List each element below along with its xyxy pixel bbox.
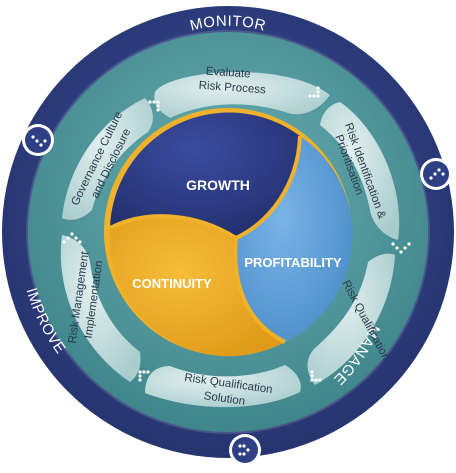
arrow-cluster-icon [308, 86, 320, 98]
growth-label: GROWTH [186, 177, 250, 193]
svg-text:Risk Process: Risk Process [198, 80, 266, 97]
core-continuity[interactable] [109, 216, 285, 357]
arrow-cluster-icon [148, 100, 160, 112]
arrow-cluster-icon [310, 370, 322, 382]
continuity-label: CONTINUITY [132, 276, 212, 291]
arrow-cluster-icon [138, 370, 150, 382]
svg-text:Evaluate: Evaluate [205, 65, 250, 80]
segment-risk-identification[interactable] [320, 102, 400, 240]
segment-risk-solution[interactable] [145, 365, 301, 408]
monitor-label: MONITOR [188, 13, 267, 35]
profitability-label: PROFITABILITY [244, 255, 342, 270]
arrow-cluster-icon [62, 232, 82, 244]
segment-governance[interactable] [62, 98, 153, 220]
core-profitability[interactable] [235, 136, 353, 342]
connector-right [420, 158, 452, 190]
connector-bottom [229, 434, 261, 466]
segment-risk-qualification[interactable] [307, 253, 396, 385]
core-growth[interactable] [110, 112, 300, 238]
svg-text:Solution: Solution [203, 390, 246, 408]
segment-risk-implementation[interactable] [60, 235, 141, 382]
connector-left [22, 124, 54, 156]
stage-evaluate: Evaluate Risk Process [198, 65, 266, 96]
segment-evaluate[interactable] [154, 72, 330, 118]
arrow-cluster-icon [391, 242, 411, 254]
